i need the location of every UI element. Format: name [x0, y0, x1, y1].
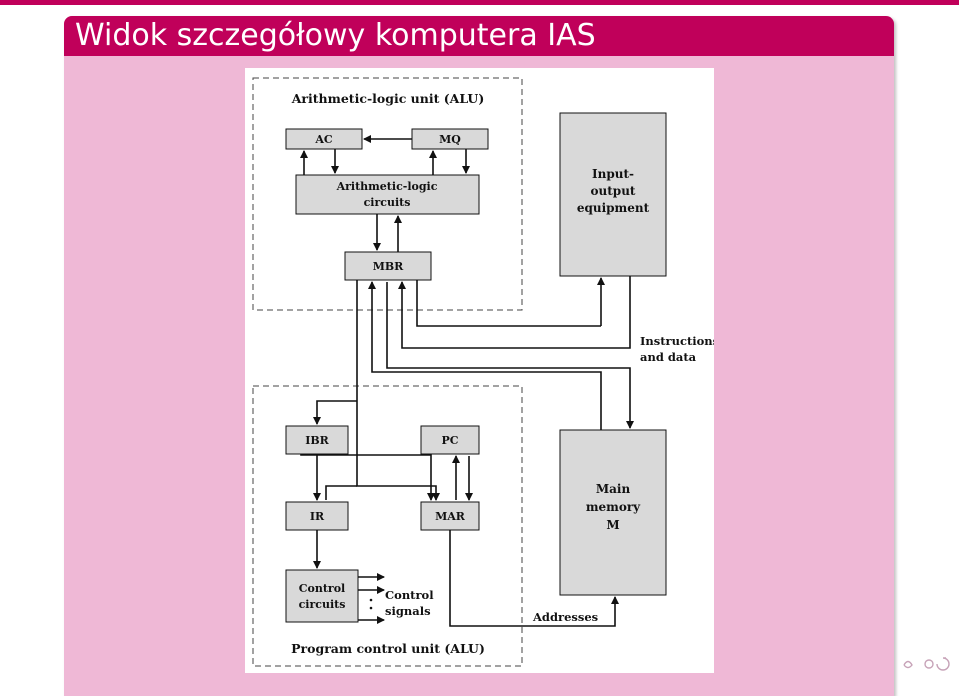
- top-accent-bar: [0, 0, 959, 5]
- ac-block: [285, 128, 363, 150]
- cc-label-2: circuits: [299, 598, 346, 611]
- mem-label-2: memory: [586, 500, 641, 514]
- slide-title-bar: Widok szczegółowy komputera IAS: [64, 16, 894, 56]
- pcu-region: [252, 385, 523, 667]
- mem-label-1: Main: [596, 482, 631, 496]
- mem-label-3: M: [606, 518, 619, 532]
- pc-label: PC: [441, 434, 458, 447]
- io-label-2: output: [591, 184, 636, 198]
- ac-label: AC: [314, 133, 333, 146]
- io-label-3: equipment: [577, 201, 650, 215]
- alc-label-1: Arithmetic-logic: [336, 180, 438, 193]
- mbr-block: [344, 251, 432, 281]
- mbr-label: MBR: [373, 260, 404, 273]
- addresses-label: Addresses: [532, 610, 598, 624]
- io-block: [559, 112, 667, 277]
- control-circuits-block: [285, 569, 359, 623]
- ias-diagram: Arithmetic-logic unit (ALU) Program cont…: [245, 68, 714, 673]
- control-paths: [300, 280, 619, 627]
- nav-search-icon[interactable]: [903, 660, 913, 669]
- ir-label: IR: [310, 510, 325, 523]
- beamer-navigation-icon[interactable]: [902, 654, 952, 674]
- pcu-region-label: Program control unit (ALU): [291, 641, 485, 656]
- signal-dot: [369, 606, 373, 610]
- pc-block: [420, 425, 480, 455]
- io-label-1: Input-: [592, 167, 634, 181]
- mar-block: [420, 501, 480, 531]
- ibr-block: [285, 425, 349, 455]
- data-paths: [368, 276, 634, 430]
- mar-label: MAR: [435, 510, 466, 523]
- alc-label-2: circuits: [364, 196, 411, 209]
- instructions-label-2: and data: [640, 350, 697, 364]
- instructions-label-1: Instructions: [640, 334, 714, 348]
- signal-dot: [369, 598, 373, 602]
- nav-icons-svg: [903, 657, 950, 671]
- ibr-label: IBR: [305, 434, 329, 447]
- alc-block: [295, 174, 480, 215]
- ias-diagram-svg: Arithmetic-logic unit (ALU) Program cont…: [252, 77, 714, 667]
- alu-connections: [300, 135, 470, 252]
- control-signals-label-1: Control: [385, 588, 434, 602]
- alu-region-label: Arithmetic-logic unit (ALU): [291, 91, 485, 106]
- slide-title: Widok szczegółowy komputera IAS: [75, 18, 596, 53]
- cc-label-1: Control: [299, 582, 345, 595]
- nav-zoom-icon[interactable]: [924, 659, 934, 669]
- nav-refresh-icon[interactable]: [936, 657, 950, 671]
- mq-label: MQ: [439, 133, 461, 146]
- control-signals-label-2: signals: [385, 604, 431, 618]
- ir-block: [285, 501, 349, 531]
- main-memory-block: [559, 429, 667, 596]
